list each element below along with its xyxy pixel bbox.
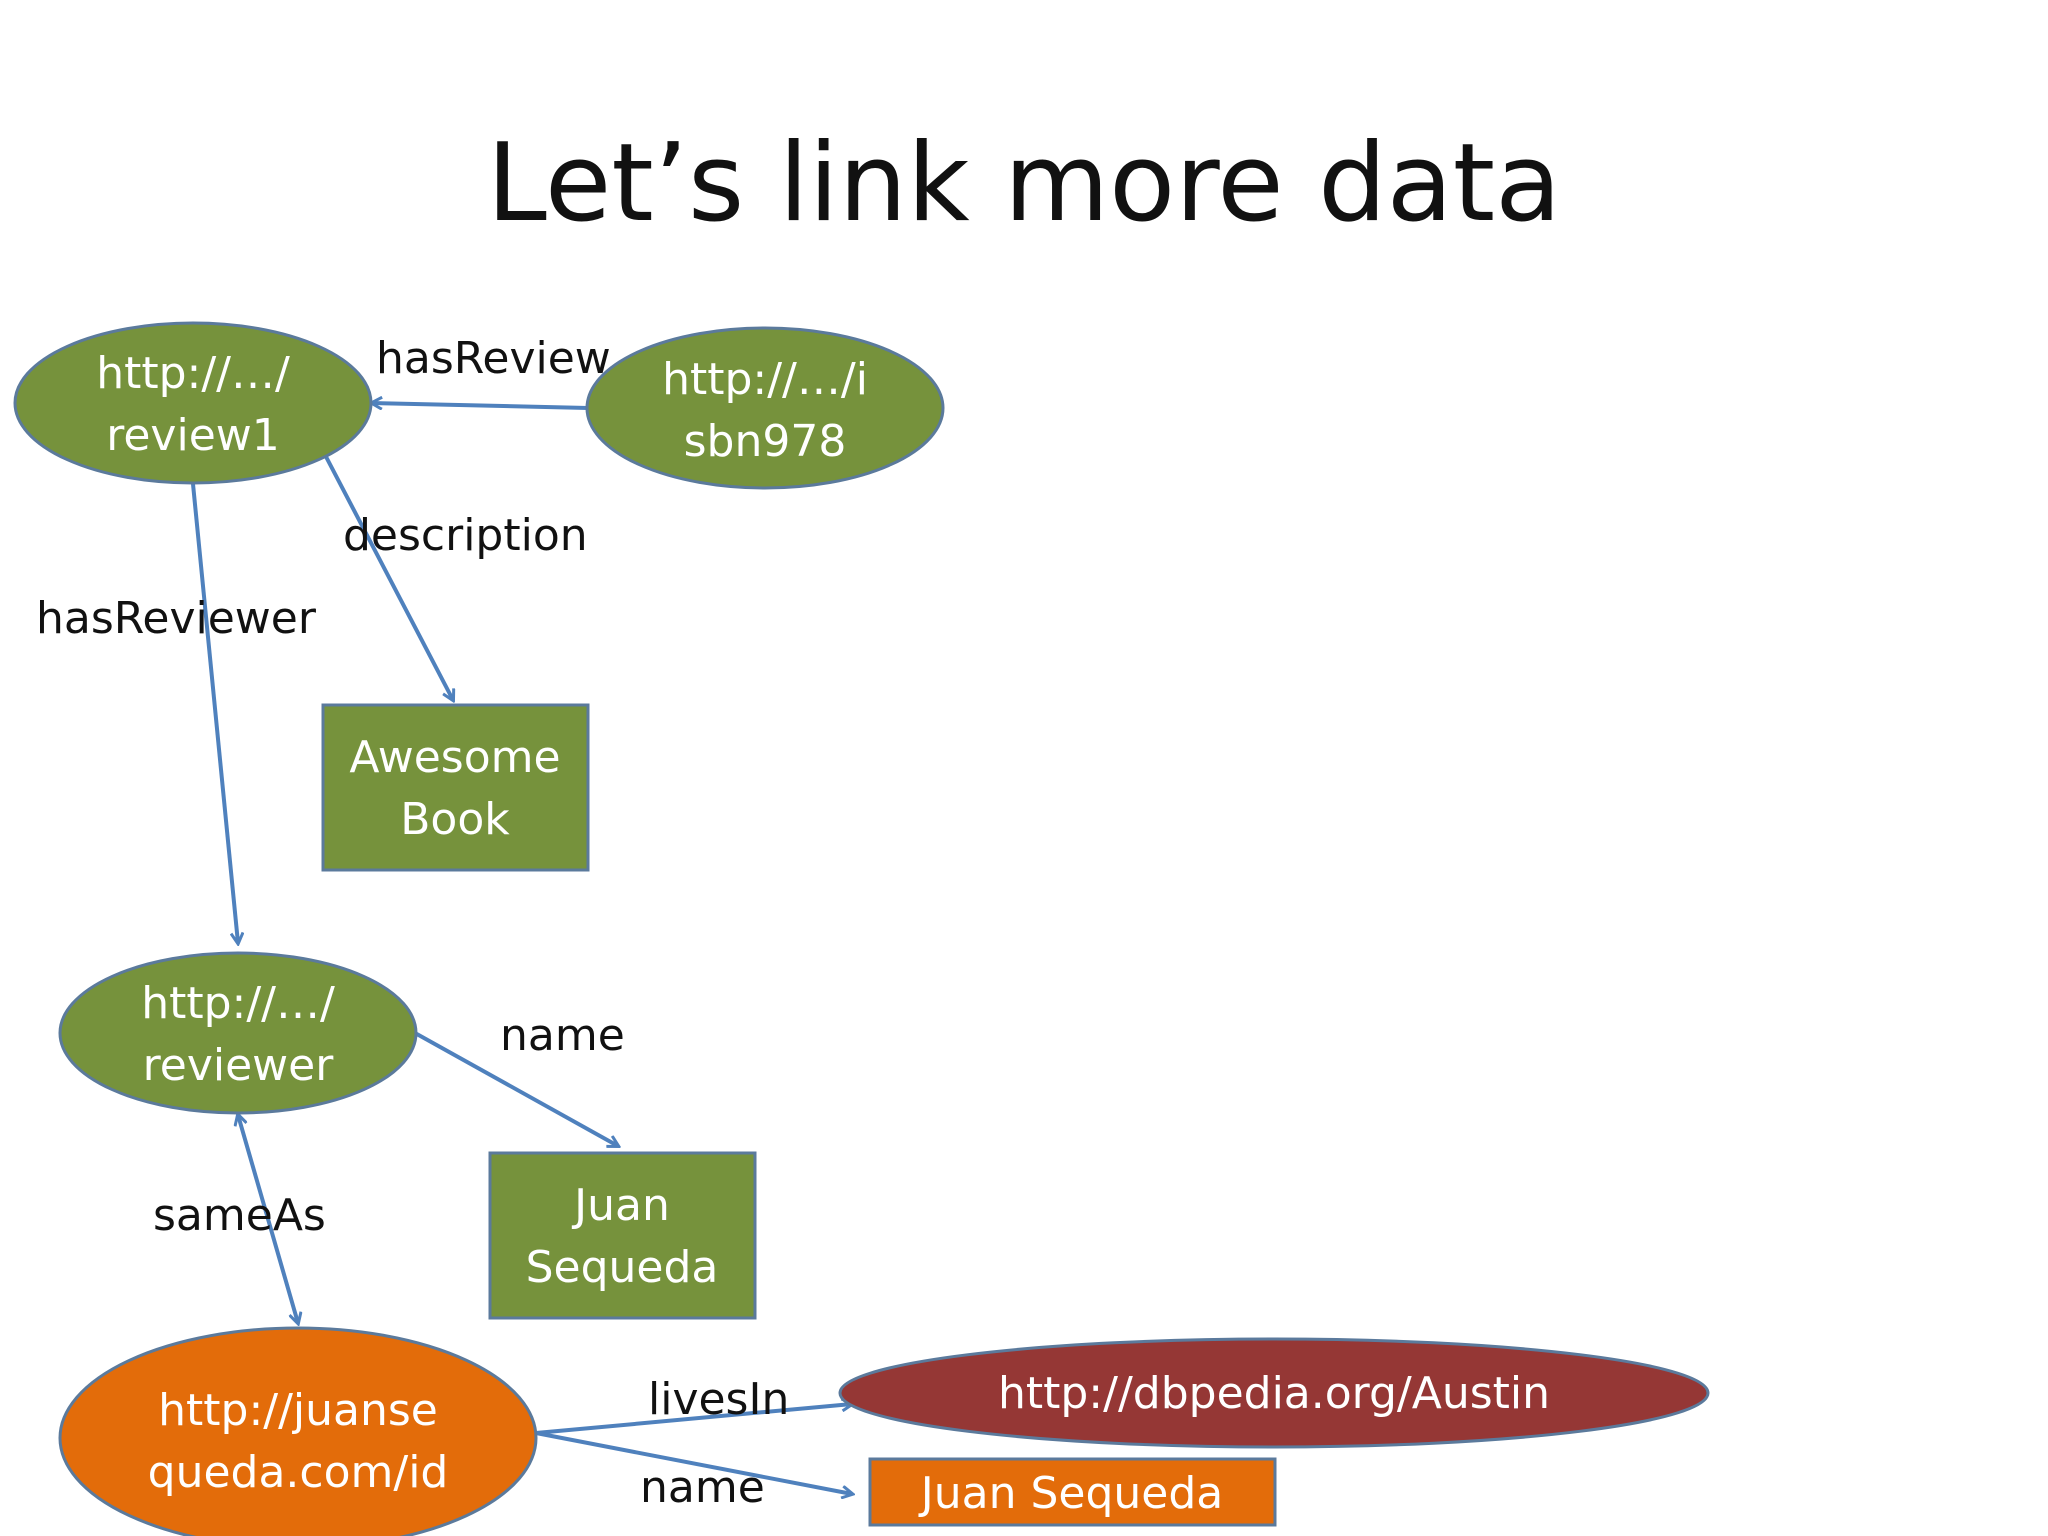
node-juan-sequeda-line2: Sequeda — [526, 1242, 719, 1293]
node-review1-line1: http://…/ — [96, 348, 290, 399]
node-isbn978-line2: sbn978 — [684, 416, 847, 467]
node-juan-sequeda-literal2-label: Juan Sequeda — [918, 1468, 1223, 1519]
edge-label-description: description — [343, 510, 588, 561]
edge-hasReview — [372, 403, 589, 408]
node-awesome-book-line1: Awesome — [349, 732, 560, 783]
edge-description — [320, 448, 453, 700]
edge-label-name-reviewer: name — [500, 1010, 625, 1061]
edge-sameAs — [238, 1115, 298, 1323]
node-dbpedia-austin: http://dbpedia.org/Austin — [838, 1337, 1710, 1449]
edge-label-sameAs: sameAs — [153, 1190, 326, 1241]
node-juansequeda-id-line2: queda.com/id — [148, 1447, 449, 1498]
node-isbn978: http://…/i sbn978 — [585, 326, 945, 490]
node-juansequeda-id-line1: http://juanse — [158, 1385, 438, 1436]
node-reviewer-line1: http://…/ — [141, 978, 335, 1029]
edge-name-reviewer — [414, 1031, 618, 1146]
node-reviewer: http://…/ reviewer — [58, 951, 418, 1115]
node-juan-sequeda-literal2: Juan Sequeda — [868, 1457, 1277, 1527]
node-dbpedia-austin-label: http://dbpedia.org/Austin — [998, 1368, 1550, 1419]
edge-label-livesIn: livesIn — [648, 1374, 789, 1425]
node-review1-line2: review1 — [106, 410, 280, 461]
edge-label-hasReview: hasReview — [376, 333, 611, 384]
node-review1: http://…/ review1 — [13, 321, 373, 485]
node-awesome-book: Awesome Book — [321, 703, 590, 872]
edge-label-name-juan: name — [640, 1462, 765, 1513]
edge-hasReviewer — [191, 483, 238, 943]
node-reviewer-line2: reviewer — [143, 1040, 335, 1091]
node-juansequeda-id: http://juanse queda.com/id — [58, 1326, 538, 1536]
slide-title: Let’s link more data — [486, 121, 1562, 246]
edge-livesIn — [535, 1404, 852, 1435]
edge-label-hasReviewer: hasReviewer — [36, 593, 317, 644]
node-awesome-book-line2: Book — [400, 794, 510, 845]
node-juan-sequeda-literal: Juan Sequeda — [488, 1151, 757, 1320]
node-juan-sequeda-line1: Juan — [571, 1180, 670, 1231]
node-isbn978-line1: http://…/i — [662, 354, 868, 405]
edge-name-juan — [535, 1431, 852, 1494]
